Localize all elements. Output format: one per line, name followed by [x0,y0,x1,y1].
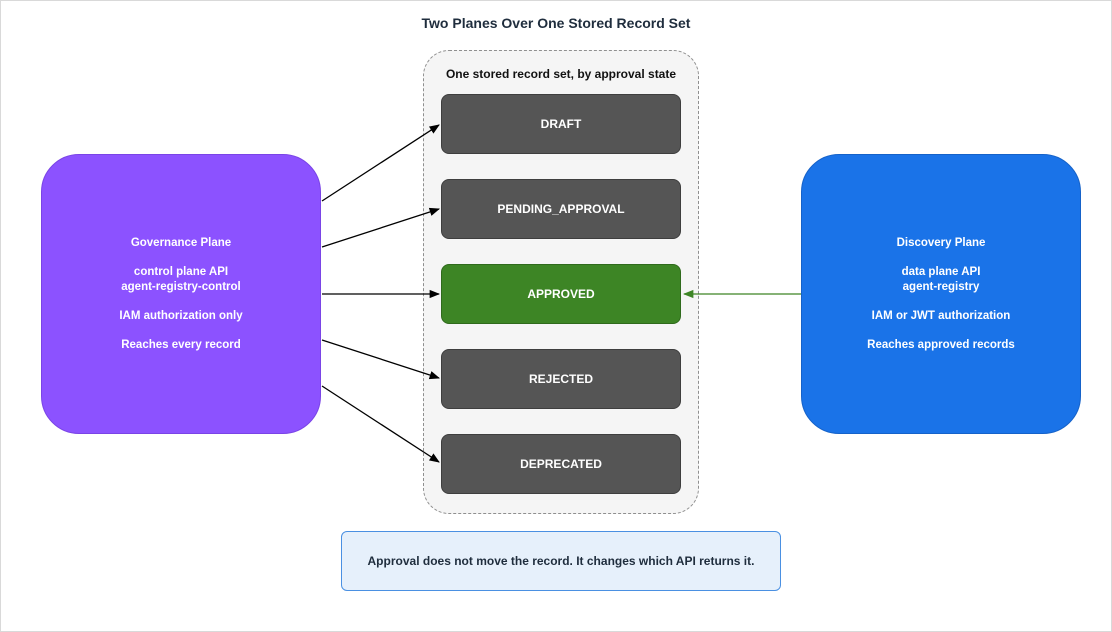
edge-governance-to-deprecated [321,385,440,463]
record-set-label: One stored record set, by approval state [445,67,677,81]
governance-reach: Reaches every record [121,338,241,351]
governance-auth: IAM authorization only [119,309,243,322]
state-pending-approval: PENDING_APPROVAL [441,179,681,239]
discovery-plane: Discovery Plane data plane API agent-reg… [801,154,1081,434]
discovery-api-name: agent-registry [902,280,980,293]
state-rejected: REJECTED [441,349,681,409]
discovery-api: data plane API [901,265,981,278]
edge-governance-to-pending [321,207,440,248]
edge-governance-to-rejected [321,339,440,380]
state-deprecated: DEPRECATED [441,434,681,494]
diagram-title: Two Planes Over One Stored Record Set [421,15,691,31]
governance-api: control plane API [133,265,229,278]
governance-title: Governance Plane [130,236,232,249]
governance-plane: Governance Plane control plane API agent… [41,154,321,434]
state-draft: DRAFT [441,94,681,154]
edge-governance-to-draft [321,124,440,202]
approval-note: Approval does not move the record. It ch… [341,531,781,591]
discovery-title: Discovery Plane [896,236,986,249]
discovery-reach: Reaches approved records [867,338,1015,351]
governance-api-name: agent-registry-control [121,280,241,293]
discovery-auth: IAM or JWT authorization [871,309,1011,322]
state-approved: APPROVED [441,264,681,324]
